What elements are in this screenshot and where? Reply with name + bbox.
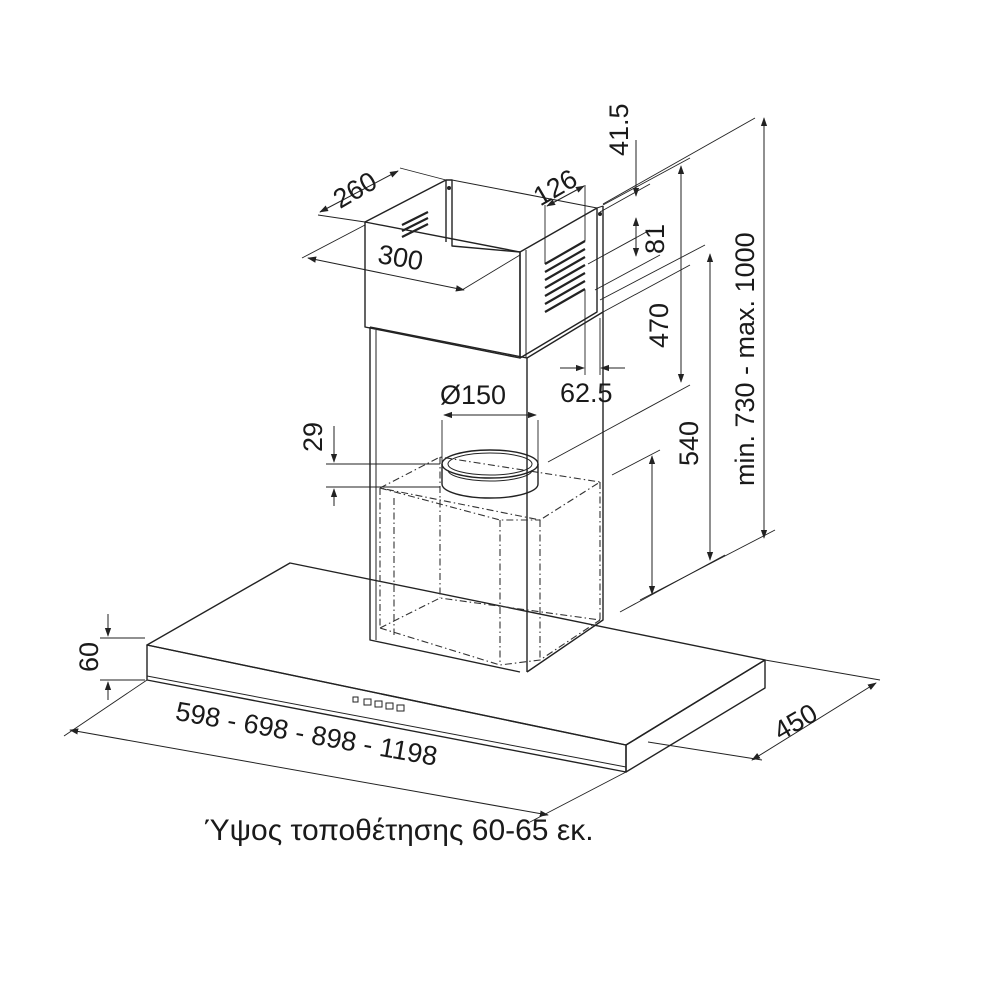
dim-vent-side-offset: 62.5: [560, 378, 613, 408]
dim-hood-thickness: 60: [74, 642, 104, 672]
dim-total-height: min. 730 - max. 1000: [730, 232, 760, 486]
dim-upper-height: 470: [644, 303, 674, 348]
hidden-motor-box: [378, 456, 602, 666]
dim-vent-width: 126: [528, 163, 582, 212]
dim-vent-height: 81: [640, 224, 670, 254]
duct-collar: [441, 449, 539, 499]
dim-chimney-width: 300: [376, 239, 426, 276]
dim-hood-depth: 450: [768, 698, 822, 747]
control-buttons: [352, 696, 405, 712]
dim-top-offset: 41.5: [604, 103, 634, 156]
dim-lower-height: 540: [674, 421, 704, 466]
dim-chimney-depth: 260: [328, 166, 382, 215]
vent-grille: [544, 240, 586, 313]
dim-hood-width: 598 - 698 - 898 - 1198: [173, 696, 439, 772]
mounting-height-caption: Ύψος τοποθέτησης 60-65 εκ.: [204, 814, 594, 847]
lower-chimney: [369, 311, 604, 673]
dim-collar-height: 29: [298, 422, 328, 452]
dim-duct-diameter: Ø150: [440, 380, 506, 410]
hood-canopy: [146, 562, 766, 773]
dimension-lines: [63, 117, 881, 823]
